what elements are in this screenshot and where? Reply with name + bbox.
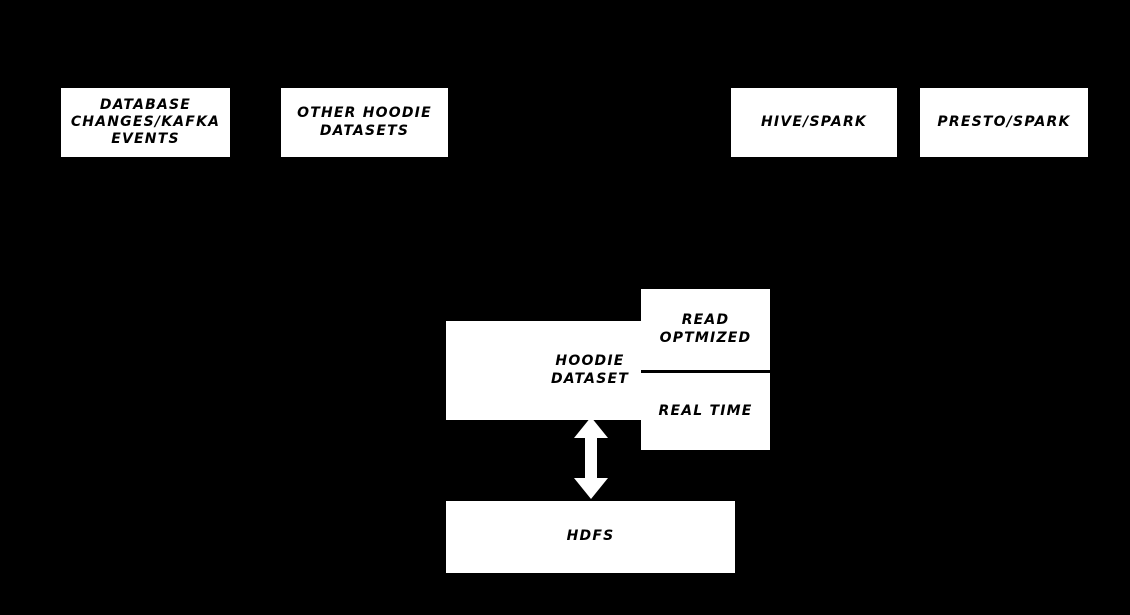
node-real-time-view[interactable]: REAL TIME	[658, 402, 753, 419]
node-label: DATABASE CHANGES/KAFKA EVENTS	[70, 96, 221, 148]
node-other-hoodie-datasets[interactable]: OTHER HOODIE DATASETS	[281, 88, 448, 157]
arrow-dataset-hdfs-icon	[574, 417, 608, 499]
node-presto-spark[interactable]: PRESTO/SPARK	[920, 88, 1088, 157]
node-hoodie-dataset[interactable]: HOODIE DATASET	[446, 321, 641, 420]
node-hive-spark[interactable]: HIVE/SPARK	[731, 88, 897, 157]
node-hdfs[interactable]: HDFS	[446, 501, 735, 573]
node-label: HDFS	[566, 528, 615, 545]
node-read-optimized-view[interactable]: READ OPTMIZED	[641, 289, 770, 373]
node-label: HOODIE DATASET	[550, 353, 629, 387]
node-label: PRESTO/SPARK	[937, 113, 1071, 130]
node-label: OTHER HOODIE DATASETS	[297, 105, 432, 139]
node-label: HIVE/SPARK	[761, 113, 867, 130]
node-dataset-views: READ OPTMIZED REAL TIME	[641, 289, 770, 450]
node-database-changes-kafka-events[interactable]: DATABASE CHANGES/KAFKA EVENTS	[61, 88, 230, 157]
